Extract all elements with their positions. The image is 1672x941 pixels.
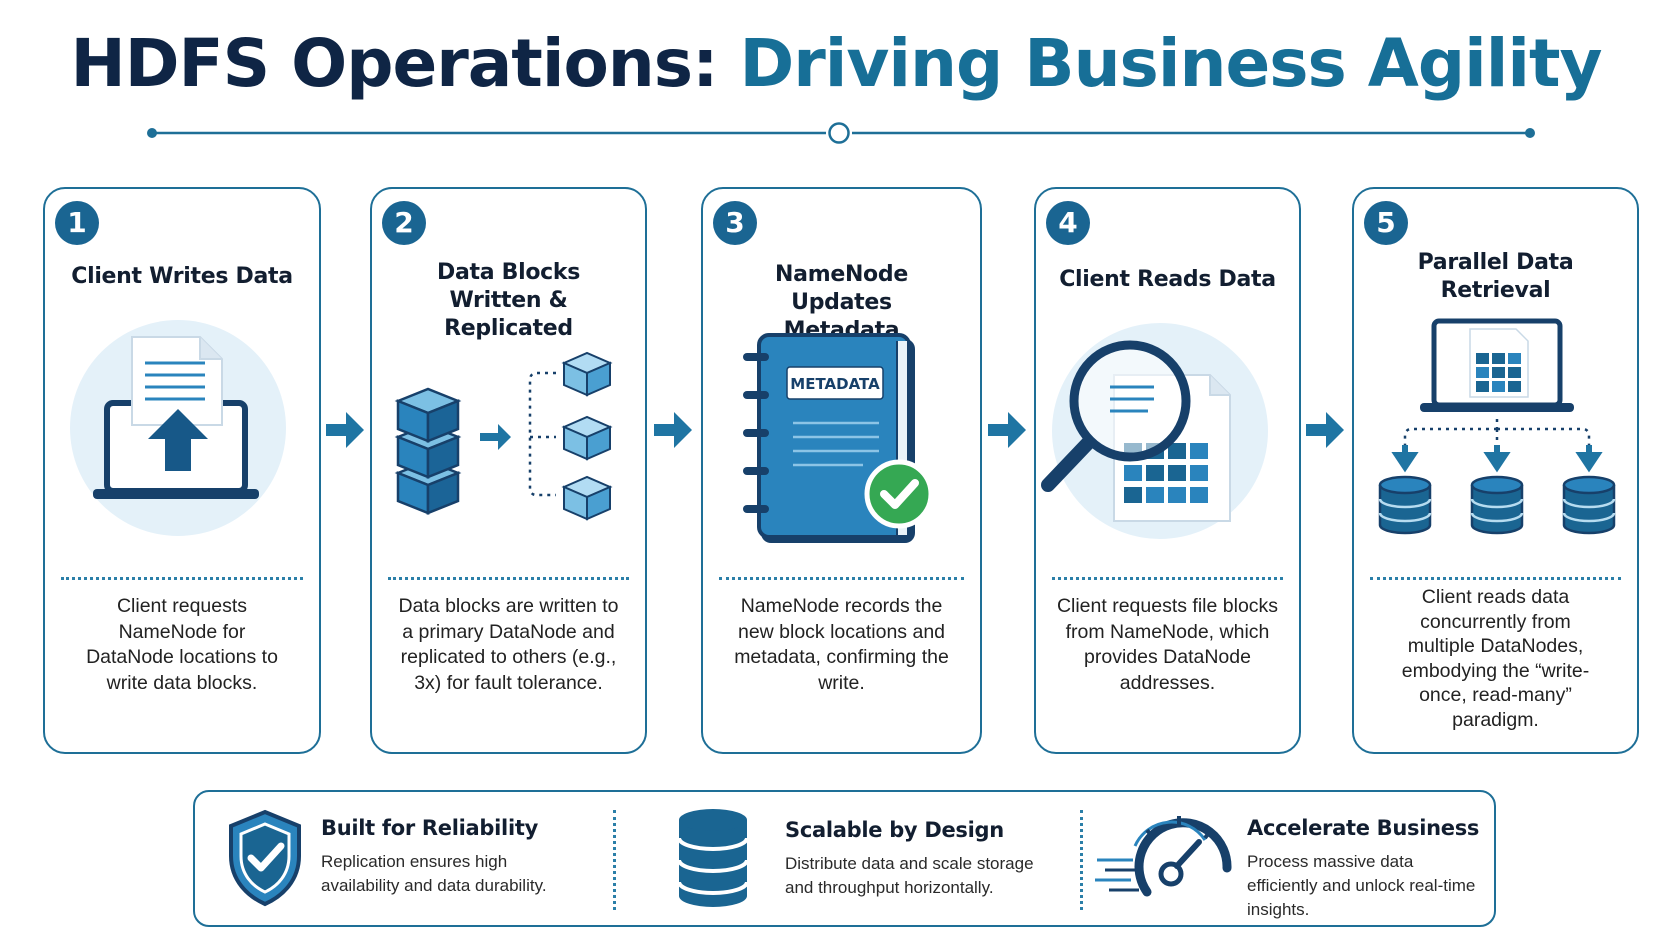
step-title: Parallel Data Retrieval [1417, 250, 1574, 303]
divider [719, 577, 964, 580]
step-title: Data Blocks Written & Replicated [436, 260, 581, 341]
feature-title: Accelerate Business [1247, 816, 1480, 840]
feature-title: Scalable by Design [785, 818, 1004, 842]
metadata-book-icon: METADATA [743, 333, 934, 543]
title-part-accent: Driving Business Agility [739, 25, 1602, 102]
step-title: Client Writes Data [71, 264, 293, 289]
magnifier-file-icon [1041, 323, 1268, 539]
step-title: Client Reads Data [1059, 267, 1276, 292]
separator [613, 810, 616, 910]
database-icon [677, 809, 749, 907]
divider [1370, 577, 1621, 580]
step-description: Client requests file blocks from NameNod… [1056, 595, 1279, 694]
title-part-dark: HDFS Operations: [70, 25, 718, 102]
step-card-2: 2 Data Blocks Written & Replicated Data … [370, 187, 647, 754]
step-card-1: 1 Client Writes Data Client requests Nam… [43, 187, 321, 754]
feature-text: Replication ensures high availability an… [321, 852, 547, 895]
flow-arrow-right-icon [654, 412, 692, 448]
flow-arrow-right-icon [1306, 412, 1344, 448]
speedometer-icon [1095, 816, 1232, 897]
step-description: Client requests NameNode for DataNode lo… [86, 595, 278, 694]
laptop-upload-icon [70, 320, 286, 536]
feature-text: Process massive data efficiently and unl… [1247, 852, 1476, 919]
page-title: HDFS Operations: Driving Business Agilit… [0, 22, 1672, 106]
step-card-5: 5 Parallel Data Retrieval [1352, 187, 1639, 754]
replicated-blocks-icon [396, 352, 611, 520]
step-number-badge: 2 [382, 201, 426, 245]
flow-arrow-right-icon [988, 412, 1026, 448]
divider [1052, 577, 1283, 580]
step-number-badge: 3 [713, 201, 757, 245]
title-divider [147, 122, 1535, 144]
step-number-badge: 4 [1046, 201, 1090, 245]
step-number-badge: 5 [1364, 201, 1408, 245]
parallel-retrieval-icon [1378, 318, 1616, 535]
step-number-badge: 1 [55, 201, 99, 245]
divider [61, 577, 303, 580]
step-card-3: 3 NameNode Updates Metadata METADATA Nam… [701, 187, 982, 754]
shield-check-icon [229, 809, 301, 907]
features-panel: Built for Reliability Replication ensure… [193, 790, 1496, 927]
separator [1080, 810, 1083, 910]
step-description: Data blocks are written to a primary Dat… [398, 595, 619, 694]
step-description: Client reads data concurrently from mult… [1401, 586, 1590, 731]
flow-arrow-right-icon [326, 412, 364, 448]
divider [388, 577, 629, 580]
step-card-4: 4 Client Reads Data Client requests file… [1034, 187, 1301, 754]
book-label: METADATA [790, 375, 880, 393]
step-description: NameNode records the new block locations… [734, 595, 949, 694]
feature-text: Distribute data and scale storage and th… [785, 854, 1034, 897]
feature-title: Built for Reliability [321, 816, 538, 840]
